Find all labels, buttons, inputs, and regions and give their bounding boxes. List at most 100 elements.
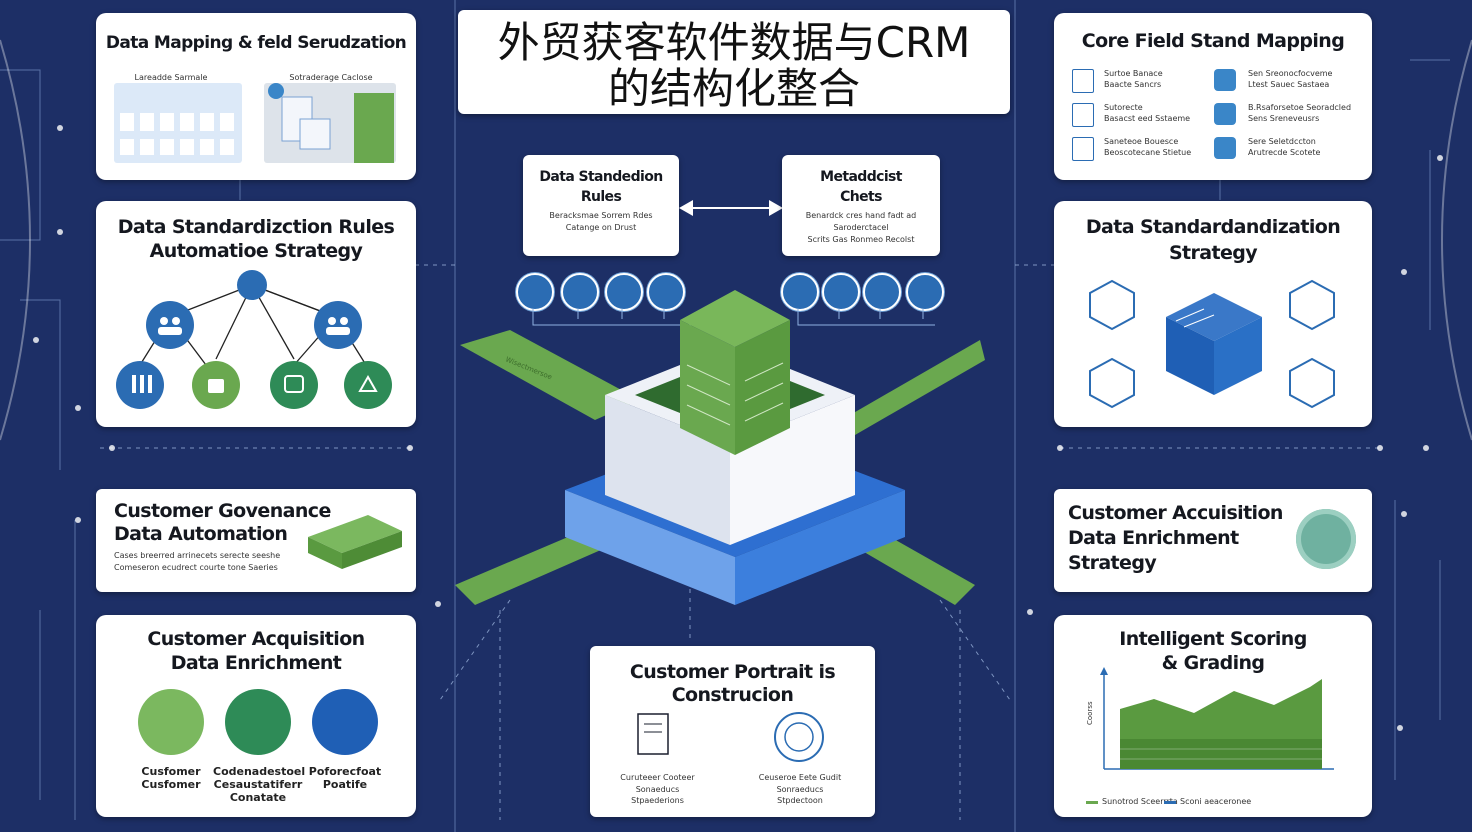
hex-icon-4 bbox=[1289, 357, 1335, 409]
rules-tree-diagram bbox=[116, 270, 392, 409]
portrait-heading-2: Construcion bbox=[671, 684, 794, 706]
scoring-heading-2: & Grading bbox=[1161, 652, 1265, 674]
mapping-col-a-label: Lareadde Sarmale bbox=[134, 73, 208, 82]
governance-heading-2: Data Automation bbox=[114, 523, 288, 545]
metadata-line-3: Scrits Gas Ronmeo Recolst bbox=[807, 235, 915, 244]
mapping-table-illustration bbox=[114, 83, 396, 163]
acquisition-enrichment-card: Customer Acquisition Data Enrichment Cus… bbox=[96, 615, 416, 817]
std-rules-line-1: Beracksmae Sorrem Rdes bbox=[549, 211, 653, 220]
governance-heading-1: Customer Govenance bbox=[114, 500, 331, 522]
portrait-construction-card: Customer Portrait is Construcion Curutee… bbox=[590, 646, 875, 817]
field-doc-icon bbox=[1072, 69, 1094, 93]
enrich-icon-3 bbox=[312, 689, 378, 755]
core-field-left-a: Sutorecte bbox=[1104, 103, 1143, 112]
field-doc-icon bbox=[1072, 103, 1094, 127]
strategy-cube-diagram bbox=[1089, 279, 1335, 409]
core-field-right-a: Sere Seletdccton bbox=[1248, 137, 1316, 146]
portrait-right-1: Ceuseroe Eete Gudit bbox=[758, 773, 842, 782]
enrich-label: Cesaustatiferr bbox=[213, 778, 303, 791]
scoring-area-chart: Coorss bbox=[1086, 667, 1334, 770]
legend-label-a: Sunotrod Sceerrrta bbox=[1102, 797, 1178, 806]
governance-line-2: Comeseron ecudrect courte tone Saeries bbox=[114, 563, 278, 572]
acquisition-strategy-card: Customer Accuisition Data Enrichment Str… bbox=[1054, 489, 1372, 592]
hex-icon-3 bbox=[1289, 279, 1335, 331]
core-field-left-b: Basacst eed Sstaeme bbox=[1104, 114, 1191, 123]
std-rules-heading-2: Rules bbox=[580, 189, 622, 205]
standardization-rules-card: Data Standedion Rules Beracksmae Sorrem … bbox=[523, 155, 679, 256]
core-field-right-a: Sen Sreonocfocveme bbox=[1248, 69, 1333, 78]
core-field-left-a: Saneteoe Bouesce bbox=[1104, 137, 1179, 146]
core-field-left-b: Beoscotecane Stietue bbox=[1104, 148, 1192, 157]
core-field-left-a: Surtoe Banace bbox=[1104, 69, 1163, 78]
core-field-right-b: Ltest Sauec Sastaea bbox=[1248, 80, 1330, 89]
portrait-left-1: Curuteeer Cooteer bbox=[620, 773, 695, 782]
enrich-label: Poatife bbox=[322, 778, 368, 791]
enrich-label: Cusfomer bbox=[141, 765, 201, 778]
metadata-line-1: Benardck cres hand fadt ad bbox=[805, 211, 917, 220]
node-icon-8 bbox=[906, 273, 944, 311]
node-icon-5 bbox=[781, 273, 819, 311]
node-icon-3 bbox=[605, 273, 643, 311]
node-icon-6 bbox=[822, 273, 860, 311]
rules-automation-heading-1: Data Standardizction Rules bbox=[117, 216, 395, 238]
scoring-heading-1: Intelligent Scoring bbox=[1119, 628, 1307, 650]
portrait-right-2: Sonraeducs bbox=[776, 785, 824, 794]
mapping-col-b-label: Sotraderage Caclose bbox=[289, 73, 373, 82]
governance-block-icon bbox=[308, 515, 402, 569]
scoring-axis-label: Coorss bbox=[1086, 701, 1094, 725]
governance-line-1: Cases breerred arrinecets serecte seeshe bbox=[114, 551, 281, 560]
target-icon bbox=[774, 712, 824, 762]
node-icon-1 bbox=[516, 273, 554, 311]
document-icon bbox=[637, 713, 669, 755]
acq-strategy-heading-3: Strategy bbox=[1068, 552, 1157, 574]
standardization-strategy-card: Data Standardandization Strategy bbox=[1054, 201, 1372, 427]
legend-swatch-a bbox=[1086, 801, 1098, 804]
enrich-icon-2 bbox=[225, 689, 291, 755]
metadata-heading-1: Metaddcist bbox=[820, 169, 902, 185]
enrich-icon-1 bbox=[138, 689, 204, 755]
std-strategy-heading-2: Strategy bbox=[1168, 242, 1258, 264]
node-icon-4 bbox=[647, 273, 685, 311]
core-field-right-a: B.Rsaforsetoe Seoradcled bbox=[1248, 103, 1352, 112]
std-strategy-heading-1: Data Standardandization bbox=[1085, 216, 1341, 238]
portrait-left-2: Sonaeducs bbox=[635, 785, 680, 794]
globe-badge-icon bbox=[1296, 509, 1356, 569]
rules-automation-heading-2: Automatioe Strategy bbox=[149, 240, 363, 262]
governance-automation-card: Customer Govenance Data Automation Cases… bbox=[96, 489, 416, 592]
node-icon-2 bbox=[561, 273, 599, 311]
legend-label-b: Sconi aeaceronee bbox=[1180, 797, 1252, 806]
field-user-icon bbox=[1214, 137, 1236, 159]
metadata-checks-card: Metaddcist Chets Benardck cres hand fadt… bbox=[782, 155, 940, 256]
enrich-label: Conatate bbox=[229, 791, 287, 804]
node-icon-7 bbox=[863, 273, 901, 311]
std-rules-heading-1: Data Standedion bbox=[539, 169, 663, 185]
std-rules-line-2: Catange on Drust bbox=[565, 223, 637, 232]
field-user-icon bbox=[1214, 69, 1236, 91]
enrich-label: Codenadestoel bbox=[213, 765, 306, 778]
core-field-right-b: Sens Sreneveusrs bbox=[1248, 114, 1320, 123]
portrait-right-3: Stpdectoon bbox=[777, 796, 823, 805]
title-line-1: 外贸获客软件数据与CRM bbox=[497, 18, 971, 67]
enrich-label: Poforecfoat bbox=[308, 765, 382, 778]
acq-strategy-heading-1: Customer Accuisition bbox=[1068, 502, 1283, 524]
legend-swatch-b bbox=[1164, 801, 1176, 804]
metadata-line-2: Saroderctacel bbox=[833, 223, 889, 232]
portrait-left-3: Stpaederions bbox=[631, 796, 684, 805]
central-platform-illustration: Wisectmersoe bbox=[455, 290, 985, 605]
rules-automation-card: Data Standardizction Rules Automatioe St… bbox=[96, 201, 416, 427]
acq-enrich-heading-2: Data Enrichment bbox=[170, 652, 342, 674]
connector-arrow bbox=[679, 200, 783, 216]
hex-icon-2 bbox=[1089, 357, 1135, 409]
data-mapping-card: Data Mapping & feld Serudzation Lareadde… bbox=[96, 13, 416, 180]
field-user-icon bbox=[1214, 103, 1236, 125]
hex-icon-1 bbox=[1089, 279, 1135, 331]
field-doc-icon bbox=[1072, 137, 1094, 161]
core-field-left-b: Baacte Sancrs bbox=[1104, 80, 1162, 89]
acq-enrich-heading-1: Customer Acquisition bbox=[147, 628, 365, 650]
title-line-2: 的结构化整合 bbox=[607, 64, 860, 113]
core-field-heading: Core Field Stand Mapping bbox=[1081, 30, 1345, 52]
acq-strategy-heading-2: Data Enrichment bbox=[1068, 527, 1239, 549]
portrait-heading-1: Customer Portrait is bbox=[629, 661, 836, 683]
